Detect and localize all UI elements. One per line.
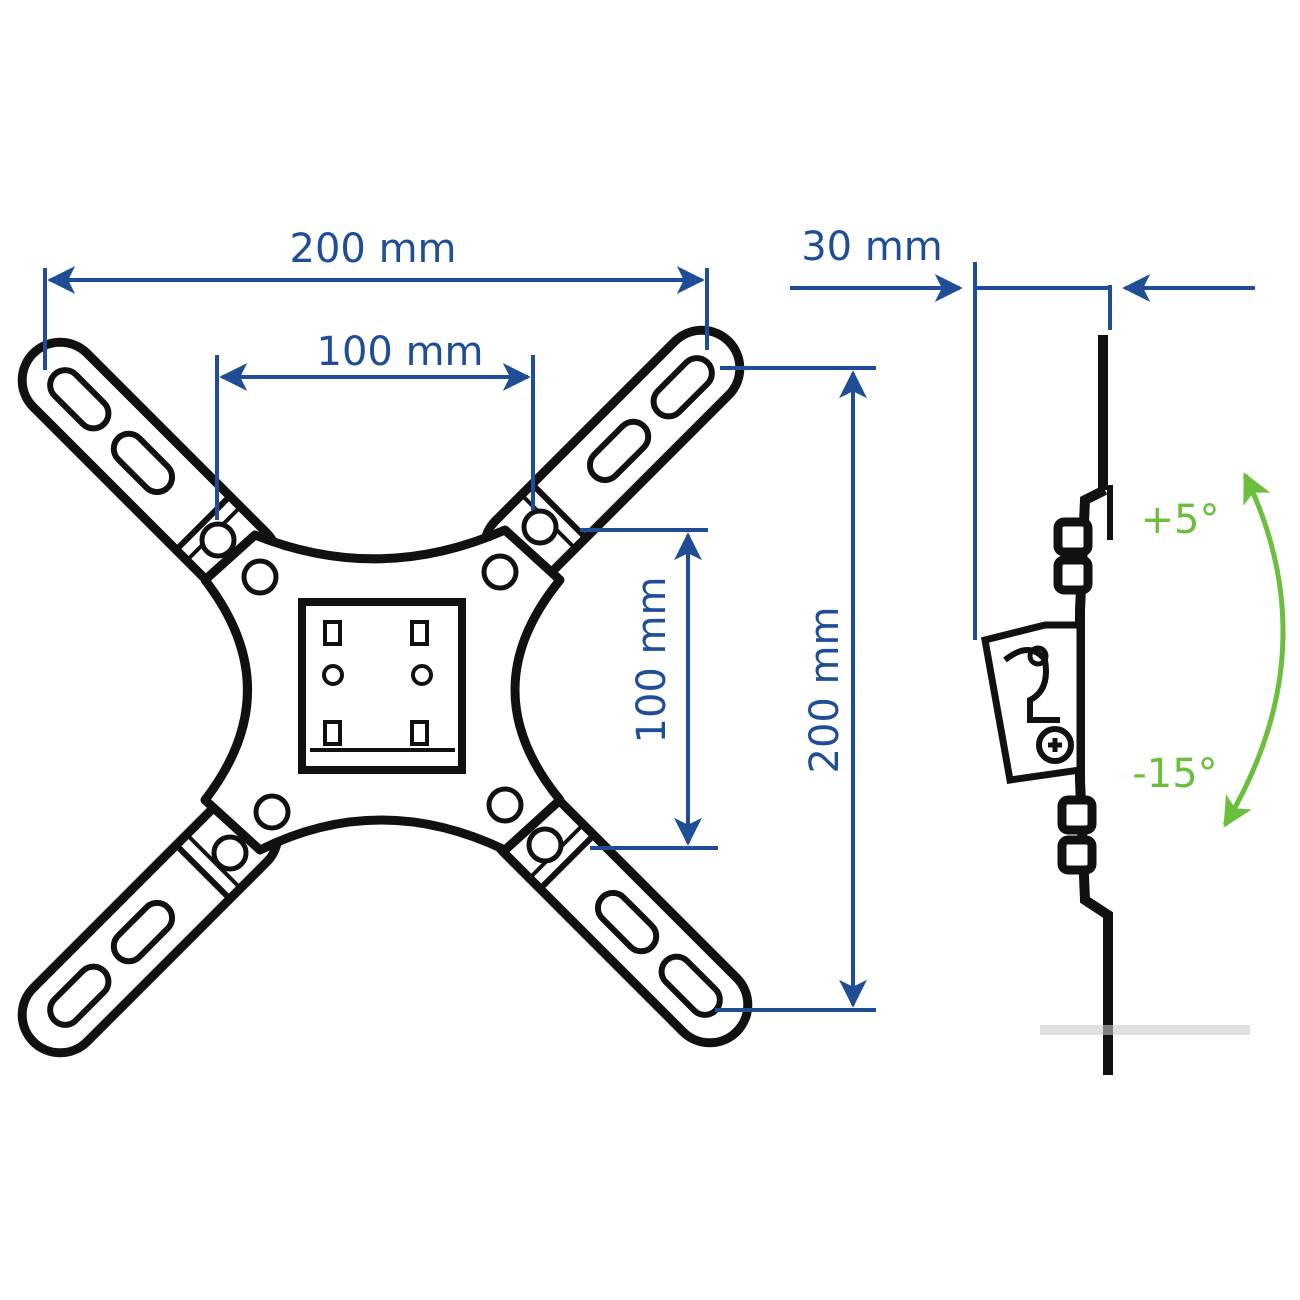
- center-bracket: [298, 598, 466, 774]
- height-100mm-label: 100 mm: [629, 577, 675, 744]
- dimension-lines-front: [43, 266, 876, 1012]
- width-100mm-label: 100 mm: [317, 329, 484, 375]
- tilt-down-label: -15°: [1132, 751, 1217, 797]
- side-view-mount: [980, 335, 1250, 1075]
- depth-30mm-label: 30 mm: [801, 224, 943, 270]
- tilt-arrow: [1222, 472, 1286, 828]
- dimension-lines-side: [790, 262, 1255, 640]
- screw-icons: [199, 508, 564, 872]
- width-200mm-label: 200 mm: [290, 226, 457, 272]
- tilt-up-label: +5°: [1141, 497, 1220, 543]
- height-200mm-label: 200 mm: [802, 607, 848, 774]
